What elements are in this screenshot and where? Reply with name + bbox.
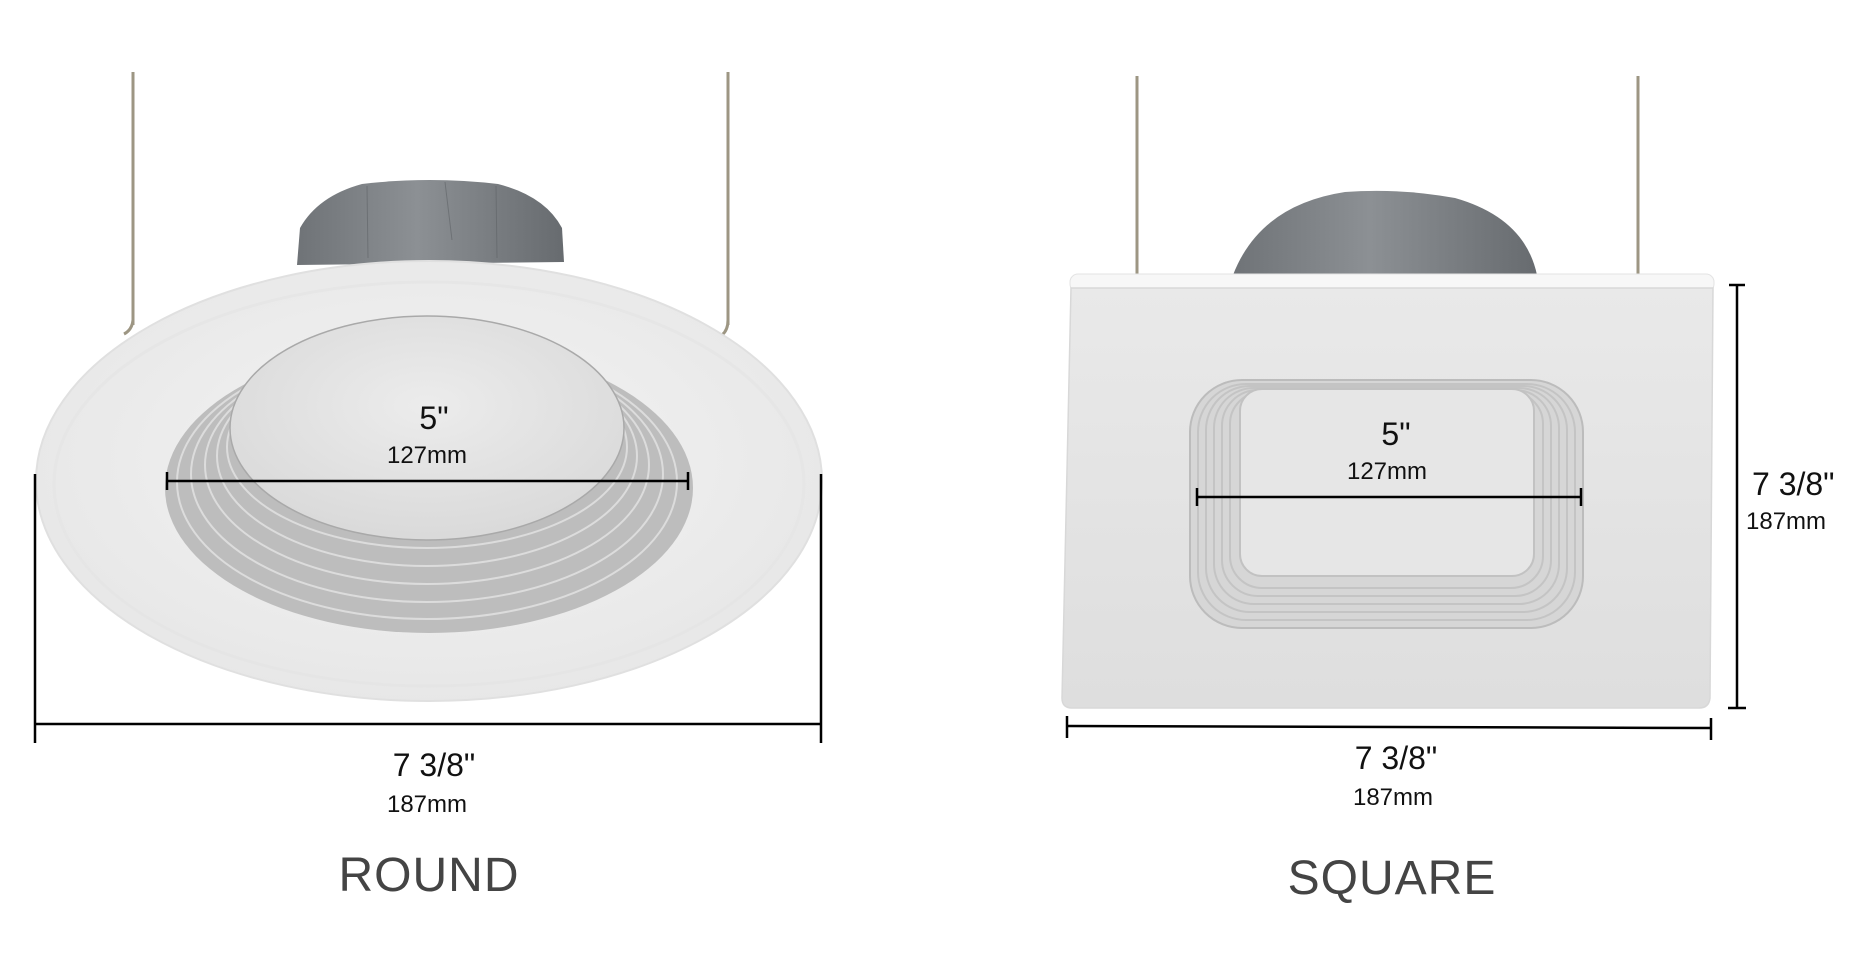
round-aperture-inch-label: 5" (419, 400, 449, 436)
round-aperture-dimension-line (165, 472, 690, 490)
square-width-dimension-line (1065, 716, 1713, 740)
square-aperture-mm-label: 127mm (1346, 458, 1428, 485)
round-title: ROUND (338, 849, 520, 902)
square-aperture-inch-label: 5" (1381, 416, 1411, 452)
round-fixture (33, 72, 823, 743)
square-title: SQUARE (1287, 852, 1497, 905)
square-fixture (1061, 76, 1746, 740)
square-height-dimension-line (1728, 283, 1746, 710)
square-housing (1233, 190, 1537, 275)
round-width-mm-label: 187mm (386, 791, 468, 818)
square-width-mm-label: 187mm (1352, 784, 1434, 811)
square-height-inch-label: 7 3/8" (1752, 466, 1835, 502)
square-clip-wires (1135, 76, 1640, 275)
square-lens (1239, 388, 1535, 577)
round-housing (297, 180, 564, 265)
square-width-inch-label: 7 3/8" (1354, 740, 1438, 776)
square-height-mm-label: 187mm (1746, 508, 1827, 535)
round-aperture-mm-label: 127mm (386, 442, 468, 469)
round-width-inch-label: 7 3/8" (392, 747, 476, 783)
round-width-dimension-line (33, 474, 823, 743)
round-lens (229, 315, 625, 541)
square-aperture-dimension-line (1195, 488, 1583, 506)
